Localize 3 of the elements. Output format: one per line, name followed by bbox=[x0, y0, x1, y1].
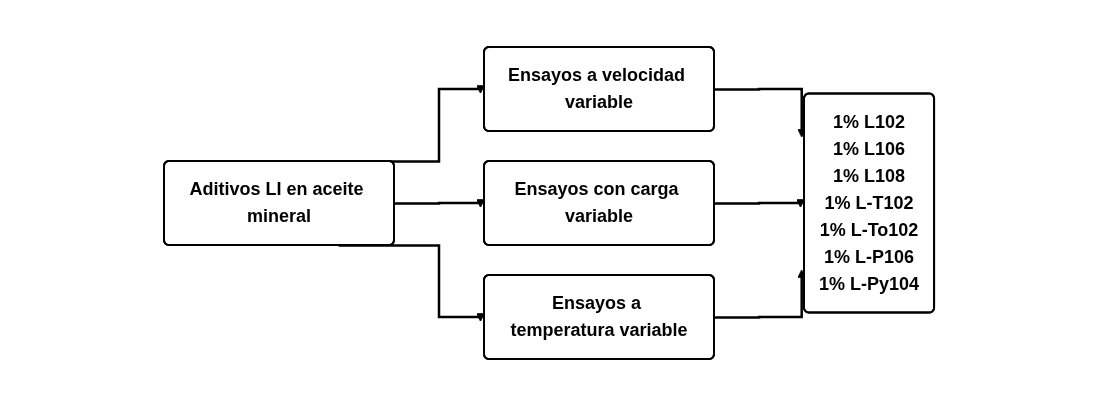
node-text: Ensayos a temperatura variable bbox=[510, 292, 688, 340]
node-text: Ensayos a velocidad variable bbox=[507, 64, 686, 112]
node-text: Ensayos con carga variable bbox=[514, 178, 679, 226]
